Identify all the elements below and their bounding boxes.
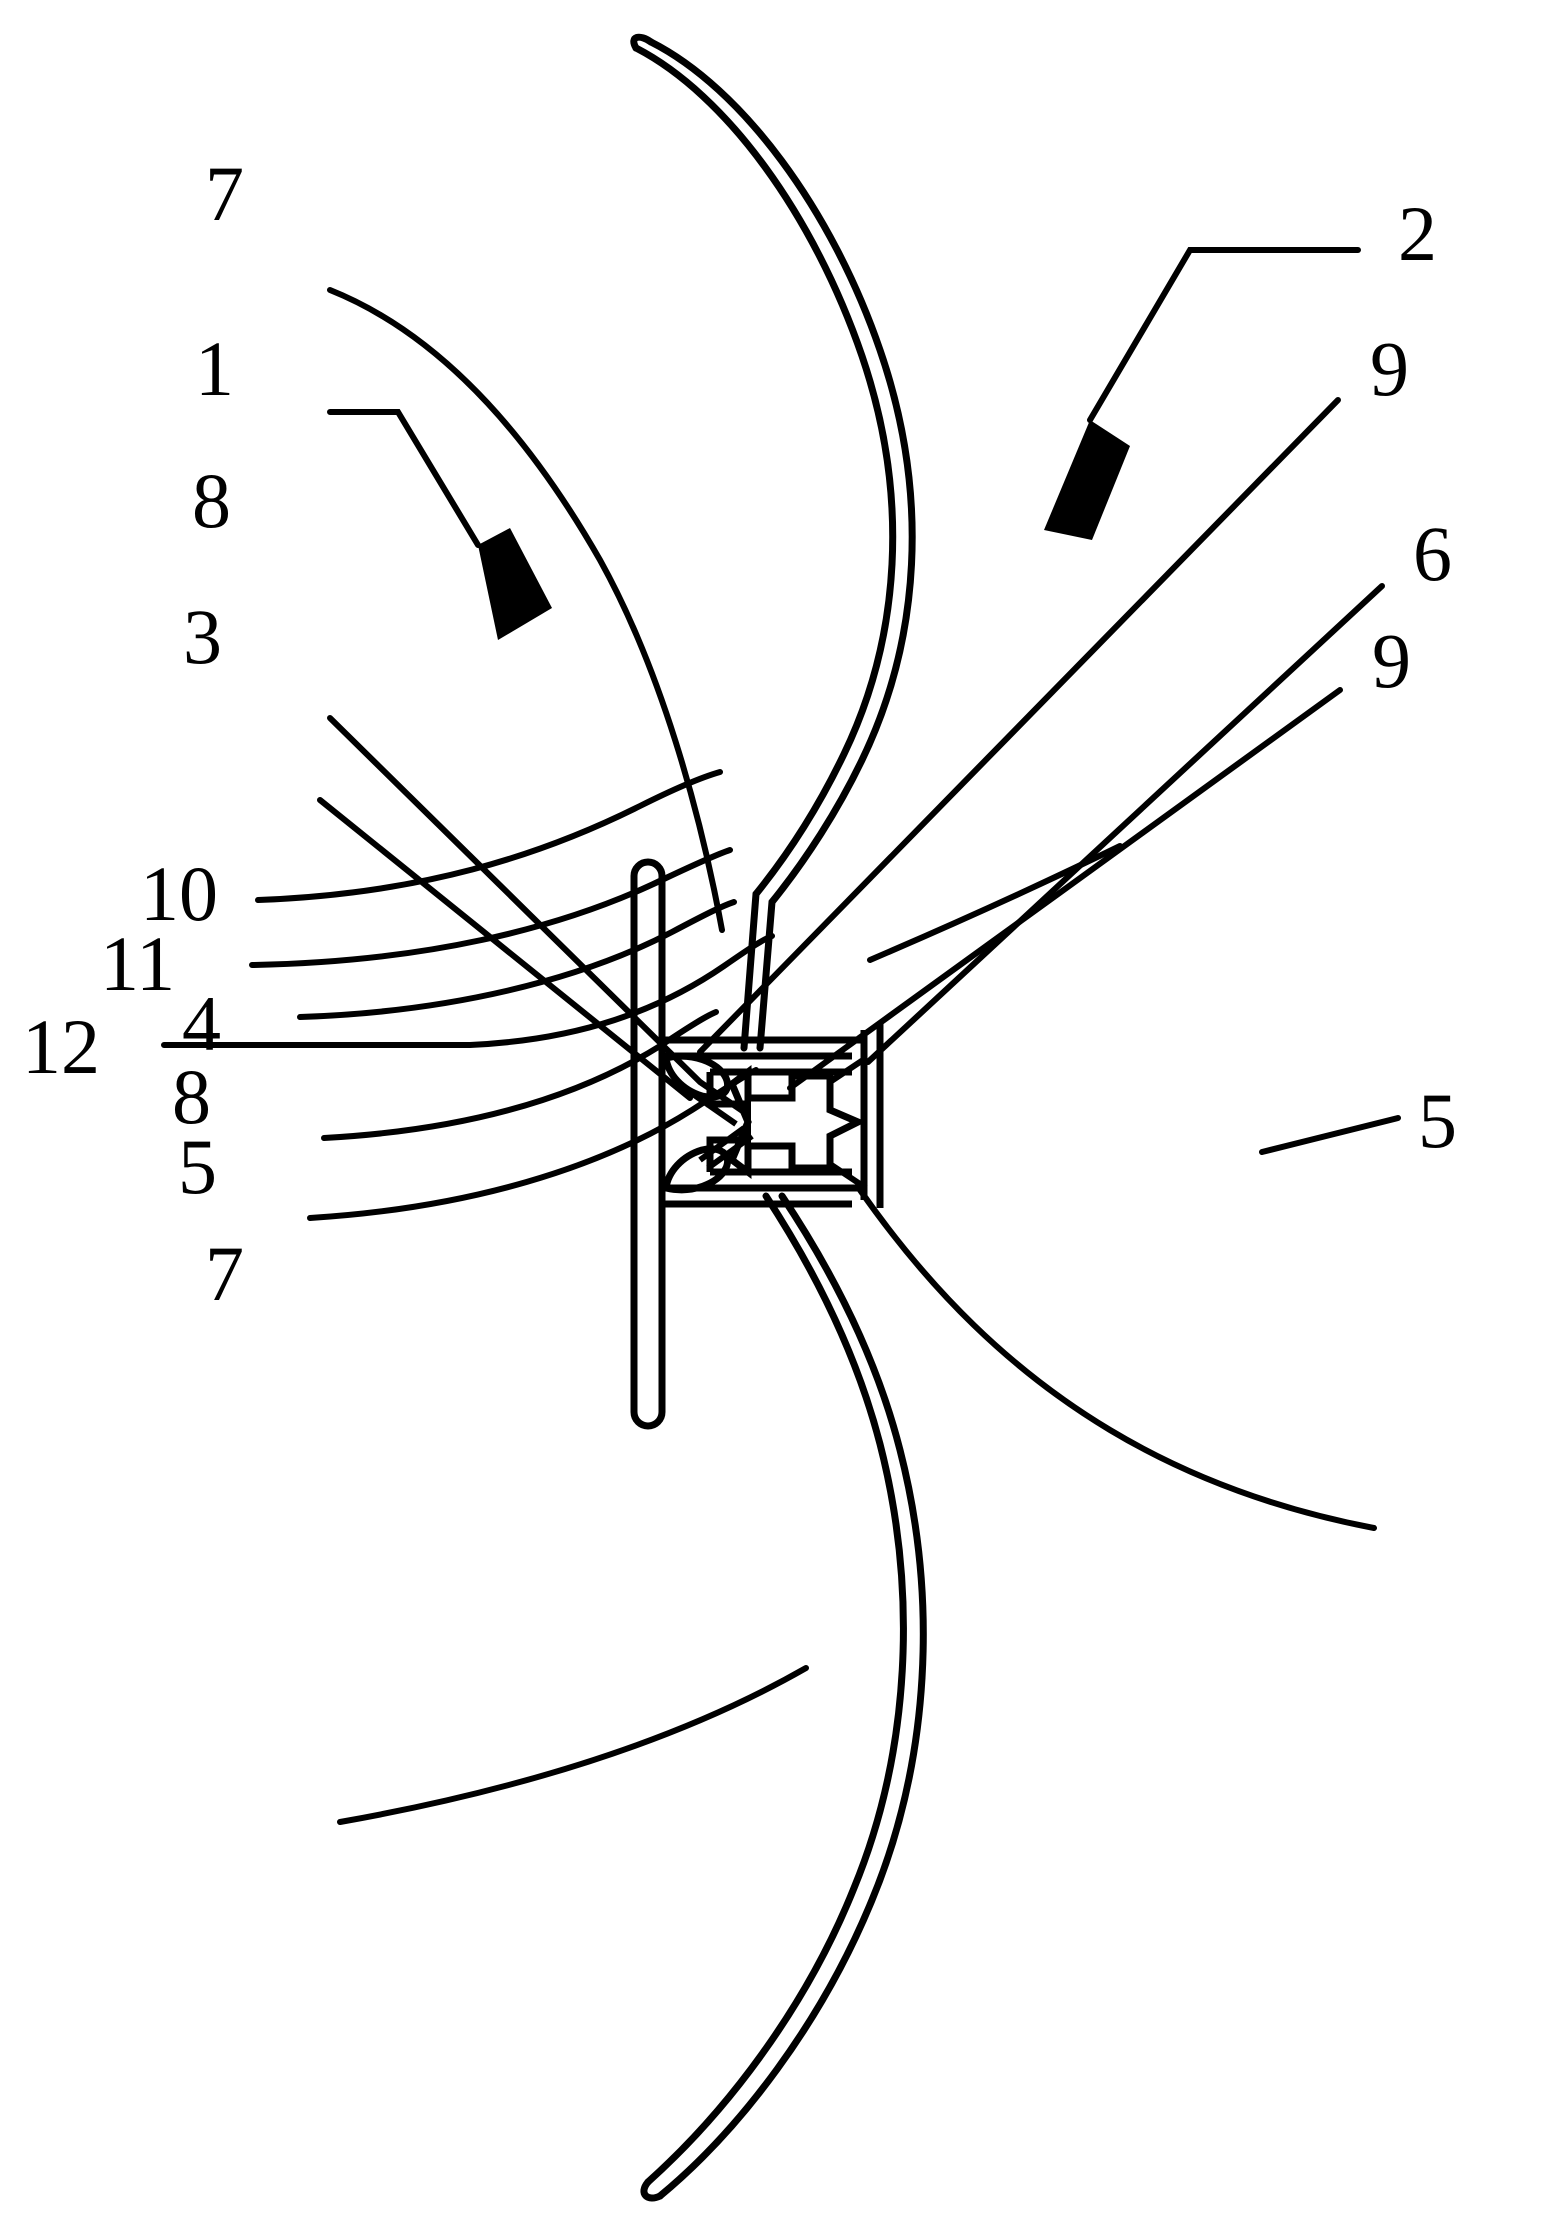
leader-3 — [317, 797, 693, 1101]
reference-numeral-5-right: 5 — [1418, 1077, 1457, 1164]
arrowhead-1 — [478, 528, 552, 640]
leader-9-top — [697, 397, 1341, 1055]
reference-numeral-12: 12 — [22, 1003, 100, 1090]
reference-numeral-1: 1 — [195, 325, 234, 412]
leader-5-right — [1259, 1115, 1401, 1155]
reference-numeral-11: 11 — [100, 920, 176, 1007]
reference-numeral-2: 2 — [1398, 190, 1437, 277]
leader-9-mid — [787, 687, 1343, 1091]
reference-numeral-7-bottom: 7 — [205, 1230, 244, 1317]
leader-6 — [865, 583, 1385, 1065]
reference-numeral-9-top: 9 — [1370, 325, 1409, 412]
leader-7-top — [327, 287, 725, 933]
leader-7-bottom — [337, 1665, 809, 1825]
reference-numeral-7-top: 7 — [205, 150, 244, 237]
reference-numeral-9-mid: 9 — [1372, 617, 1411, 704]
leader-12 — [161, 933, 775, 1048]
leader-2 — [1087, 247, 1361, 423]
right-blade-sweep — [857, 1187, 1377, 1531]
leader-8-top — [327, 715, 703, 1085]
central-profile-assembly — [658, 1022, 884, 1212]
leader-8-bottom — [321, 1009, 719, 1141]
upper-blade-outline — [630, 33, 916, 1052]
arrowhead-2 — [1044, 420, 1130, 540]
reference-numeral-4: 4 — [182, 980, 221, 1067]
reference-numeral-8-top: 8 — [192, 457, 231, 544]
leader-4 — [297, 899, 737, 1020]
leader-1 — [327, 409, 481, 548]
leader-10 — [255, 769, 723, 903]
leader-lines — [161, 247, 1401, 1825]
reference-numeral-5-left: 5 — [178, 1123, 217, 1210]
leader-5-left — [307, 1067, 759, 1221]
reference-numeral-10: 10 — [140, 850, 218, 937]
reference-numeral-3: 3 — [183, 593, 222, 680]
reference-numeral-8-bottom: 8 — [172, 1053, 211, 1140]
reference-numeral-6: 6 — [1413, 510, 1452, 597]
leader-11 — [249, 847, 733, 968]
lower-blade-outline — [640, 1192, 927, 2202]
